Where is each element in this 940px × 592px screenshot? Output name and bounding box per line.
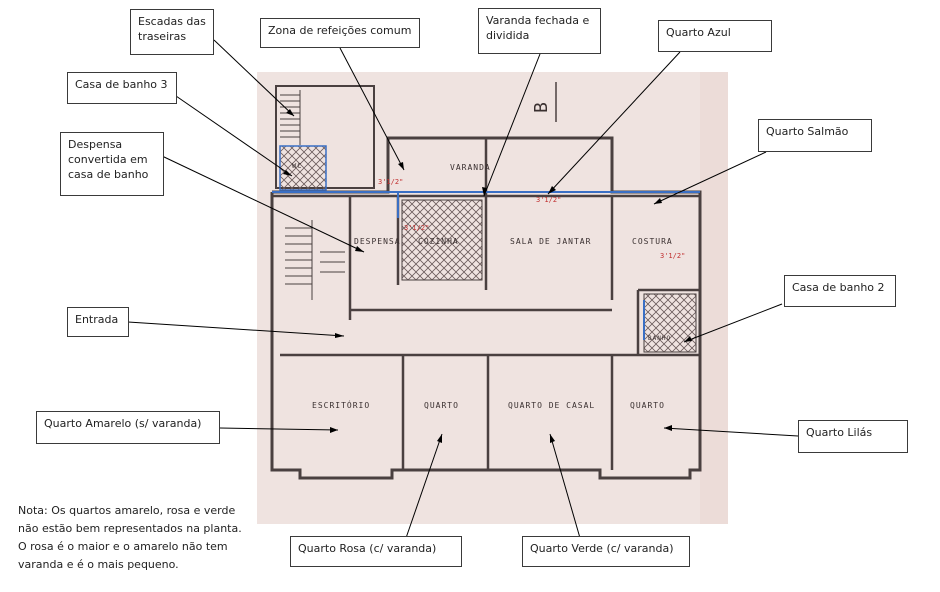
label-costura: COSTURA bbox=[632, 237, 673, 246]
dim-note-3: 3'1/2" bbox=[404, 224, 429, 232]
callout-quarto-amarelo: Quarto Amarelo (s/ varanda) bbox=[36, 411, 220, 444]
leader-lines bbox=[127, 39, 799, 539]
rear-stairs bbox=[280, 90, 301, 145]
callout-zona-refeicoes: Zona de refeições comum bbox=[260, 18, 420, 48]
callout-quarto-rosa: Quarto Rosa (c/ varanda) bbox=[290, 536, 462, 567]
callout-quarto-azul: Quarto Azul bbox=[658, 20, 772, 52]
bathroom-3-tiles bbox=[279, 145, 327, 191]
label-banho-3: WC bbox=[292, 162, 302, 170]
label-varanda: VARANDA bbox=[450, 163, 491, 172]
callout-varanda-fechada: Varanda fechada e dividida bbox=[478, 8, 601, 54]
callout-entrada: Entrada bbox=[67, 307, 129, 337]
callout-casa-banho-3: Casa de banho 3 bbox=[67, 72, 177, 104]
leader-arrowheads bbox=[283, 109, 692, 443]
north-label: B bbox=[531, 102, 552, 113]
callout-quarto-salmao: Quarto Salmão bbox=[758, 119, 872, 152]
label-banho-2: BANHO bbox=[648, 335, 671, 342]
callout-quarto-lilas: Quarto Lilás bbox=[798, 420, 908, 453]
callout-despensa: Despensa convertida em casa de banho bbox=[60, 132, 164, 196]
callout-escadas: Escadas das traseiras bbox=[130, 9, 214, 55]
label-cozinha: COZINHA bbox=[418, 237, 459, 246]
dim-note-1: 3'1/2" bbox=[378, 178, 403, 186]
label-quarto-casal: QUARTO DE CASAL bbox=[508, 401, 595, 410]
kitchen-tiles bbox=[401, 199, 483, 281]
bathroom-2-tiles bbox=[643, 293, 697, 353]
label-quarto-2: QUARTO bbox=[630, 401, 665, 410]
dim-note-4: 3'1/2" bbox=[660, 252, 685, 260]
callout-casa-banho-2: Casa de banho 2 bbox=[784, 275, 896, 307]
label-escritorio: ESCRITÓRIO bbox=[312, 399, 370, 410]
label-quarto-1: QUARTO bbox=[424, 401, 459, 410]
label-despensa: DESPENSA bbox=[354, 237, 401, 246]
dim-note-2: 3'1/2" bbox=[536, 196, 561, 204]
interior-walls bbox=[272, 138, 700, 470]
callout-quarto-verde: Quarto Verde (c/ varanda) bbox=[522, 536, 690, 567]
label-sala: SALA DE JANTAR bbox=[510, 237, 591, 246]
plan-note: Nota: Os quartos amarelo, rosa e verde n… bbox=[18, 504, 242, 571]
entrance-stairs bbox=[285, 220, 345, 300]
